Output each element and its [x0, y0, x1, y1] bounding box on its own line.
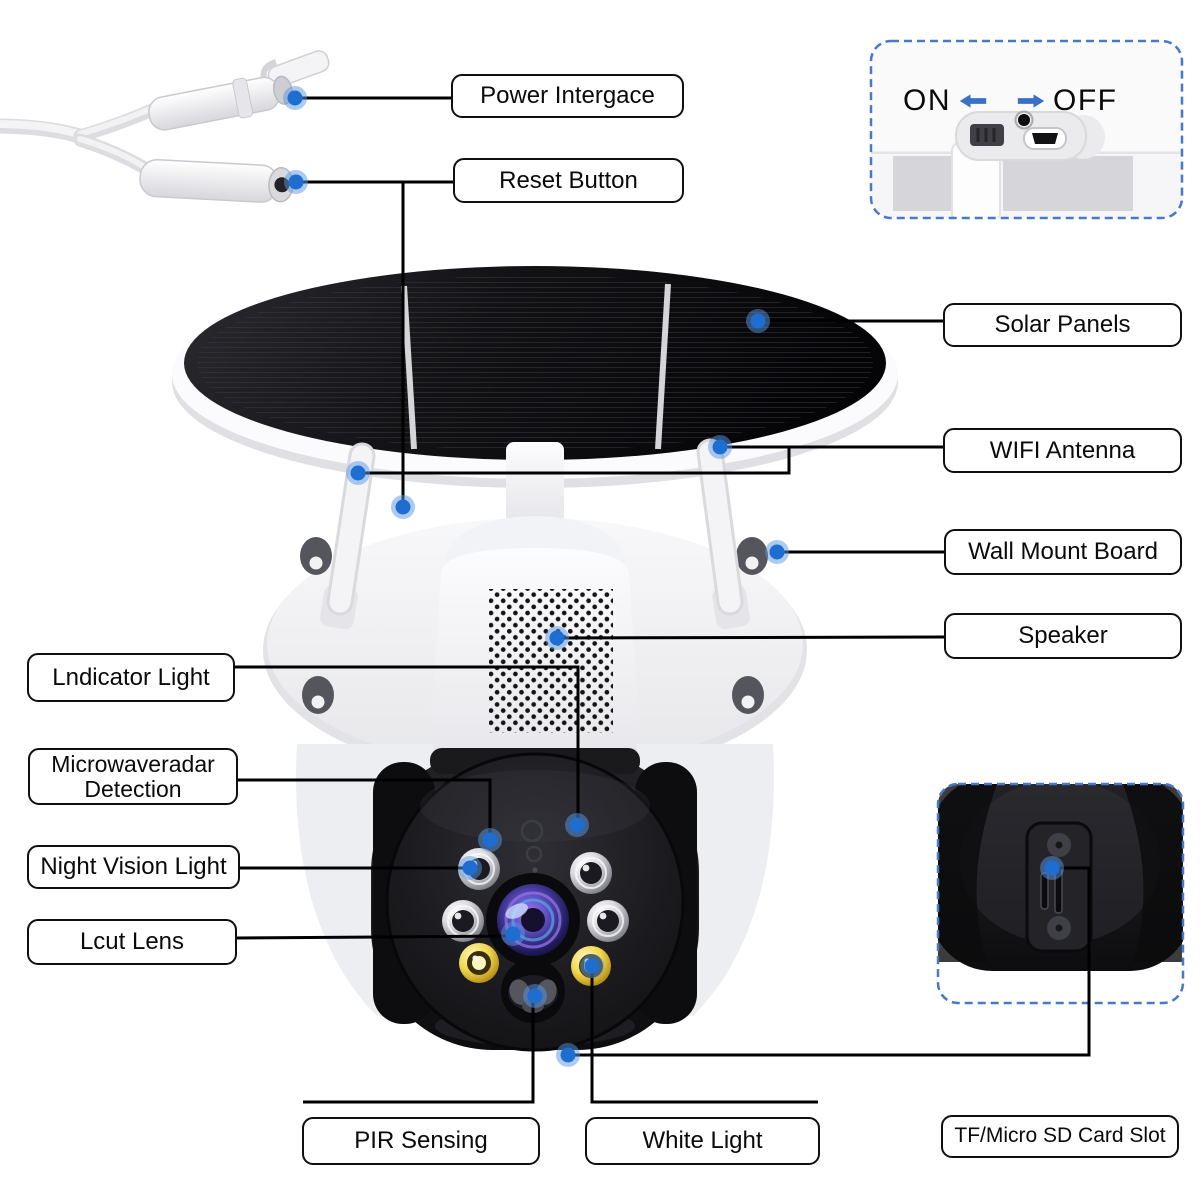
callout-wifi-antenna: WIFI Antenna	[943, 428, 1182, 473]
callout-lcut-lens: Lcut Lens	[27, 919, 237, 965]
power-cable	[0, 50, 330, 203]
off-label: OFF	[1053, 84, 1118, 117]
camera-body	[429, 516, 641, 773]
on-label: ON	[903, 84, 951, 117]
panel-recess	[893, 156, 955, 211]
wifi-antenna-right	[696, 438, 750, 630]
callout-microwave-radar-line1: Microwaveradar	[51, 751, 215, 778]
callout-reset-button: Reset Button	[453, 158, 684, 203]
night-vision-ir-led	[587, 900, 629, 942]
arrow-left-icon	[959, 94, 987, 108]
mount-hole	[300, 537, 768, 714]
marker-dot-tf-inset	[1040, 856, 1064, 880]
leader-tf-slot	[568, 866, 1091, 1057]
callout-wall-mount-board: Wall Mount Board	[944, 529, 1182, 575]
callout-indicator-light: Lndicator Light	[27, 653, 235, 702]
leader-pir	[303, 996, 535, 1104]
callout-speaker: Speaker	[944, 613, 1182, 659]
white-light-led	[459, 943, 499, 983]
leader-speaker	[556, 635, 945, 640]
power-switch-inset	[869, 39, 1184, 220]
marker-dot-speaker	[545, 626, 569, 650]
callout-white-light: White Light	[585, 1117, 820, 1165]
callout-solar-panels: Solar Panels	[943, 303, 1182, 347]
marker-dot-tf-bottom	[556, 1043, 580, 1067]
solar-panel-disc	[172, 266, 898, 488]
inset-dashed-border	[936, 782, 1185, 1005]
reset-hole[interactable]	[1014, 110, 1034, 130]
panel-recess	[1003, 156, 1133, 211]
callout-pir-sensing: PIR Sensing	[302, 1117, 540, 1165]
marker-dot-night-vision	[458, 856, 482, 880]
leader-lens	[236, 934, 512, 940]
marker-dot-pir	[523, 984, 547, 1008]
marker-dot-reset	[391, 495, 415, 519]
marker-dot-lens	[501, 922, 525, 946]
arrow-right-icon	[1017, 94, 1045, 108]
leader-indicator	[235, 665, 580, 825]
marker-dot-reset-cable	[284, 170, 308, 194]
callout-power-interface: Power Intergace	[451, 74, 684, 118]
marker-dot-power	[283, 86, 307, 110]
marker-dots	[283, 86, 1064, 1067]
speaker-grille	[489, 589, 613, 733]
marker-dot-indicator	[565, 813, 589, 837]
indicator-light-holes	[520, 819, 544, 873]
power-switch[interactable]	[970, 124, 1004, 146]
callout-microwave-radar: Microwaveradar Detection	[28, 748, 238, 805]
power-connector	[148, 50, 330, 131]
marker-dot-wall-mount	[765, 540, 789, 564]
inset-dashed-border	[869, 39, 1184, 220]
marker-dot-antenna-right	[708, 435, 732, 459]
power-switch-labels: ON OFF	[903, 84, 1118, 118]
camera-lens	[486, 873, 580, 967]
marker-dot-white-light	[580, 954, 604, 978]
reset-connector	[139, 158, 294, 203]
callout-tf-card-slot: TF/Micro SD Card Slot	[941, 1115, 1179, 1158]
panel-divider	[401, 285, 417, 450]
panel-divider	[655, 283, 671, 450]
leader-lines	[235, 96, 1091, 1104]
sd-slot-inset	[936, 782, 1185, 1005]
leader-white-light	[590, 966, 818, 1104]
night-vision-ir-led	[442, 900, 484, 942]
micro-usb-port[interactable]	[1023, 127, 1067, 150]
marker-dot-solar	[746, 309, 770, 333]
leader-wifi-left	[358, 447, 791, 475]
mount-stem	[506, 442, 564, 524]
leader-radar	[238, 778, 492, 840]
callout-night-vision-light: Night Vision Light	[27, 845, 240, 889]
marker-dot-radar	[478, 828, 502, 852]
night-vision-ir-led	[570, 852, 612, 894]
marker-dot-antenna-left	[346, 461, 370, 485]
camera-head	[371, 748, 699, 1052]
callout-microwave-radar-line2: Detection	[84, 775, 182, 802]
